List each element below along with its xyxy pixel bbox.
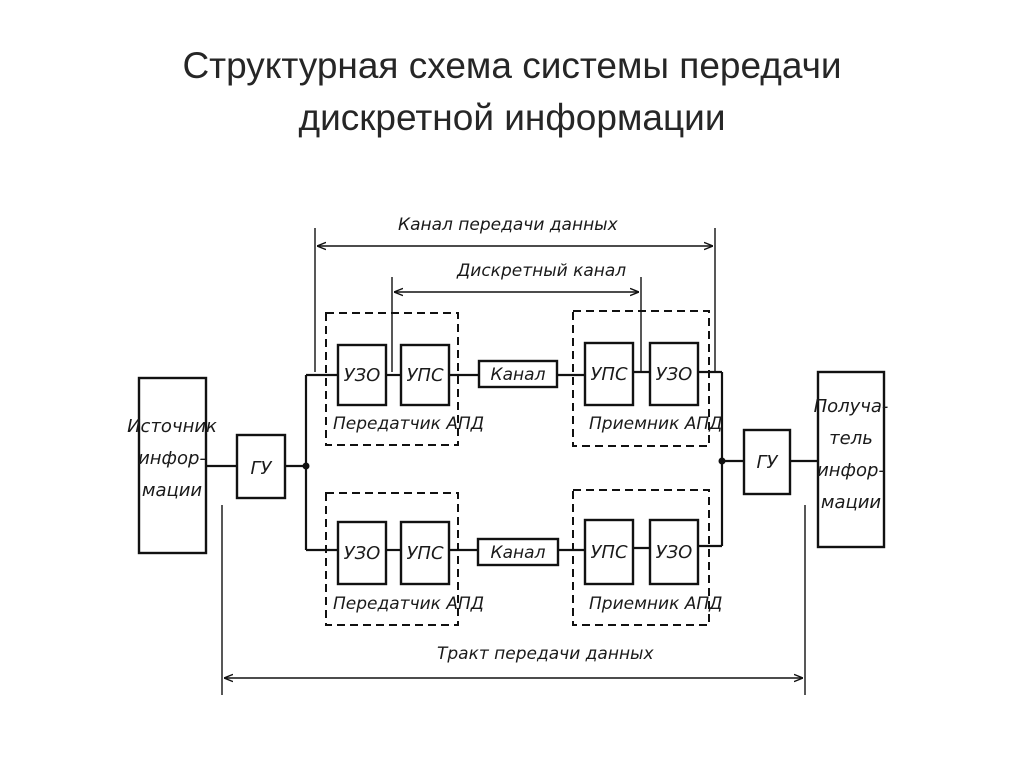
tract-dimension: Тракт передачи данных xyxy=(221,505,806,695)
tx-uzo-bottom xyxy=(336,520,388,586)
rx-ups-bottom xyxy=(583,518,635,586)
channel-data-label: Канал передачи данных xyxy=(398,215,619,235)
gu-left-label: ГУ xyxy=(251,458,273,479)
channel-bottom-label: Канал xyxy=(491,543,546,563)
tract-label: Тракт передачи данных xyxy=(437,644,654,664)
rx-ups-top xyxy=(583,341,635,407)
transmitter-frame-top xyxy=(325,312,459,446)
source-line-1: Источник xyxy=(127,416,217,437)
branch-top: УЗО УПС Канал УПС УЗО Передатчик АПД При… xyxy=(325,310,722,447)
recipient-line-4: мации xyxy=(821,492,882,513)
slide-title: Структурная схема системы передачи дискр… xyxy=(0,40,1024,144)
channel-bottom xyxy=(476,537,560,567)
channel-top xyxy=(477,359,559,389)
discrete-channel-dimension: Дискретный канал xyxy=(391,261,642,372)
branch-bottom: УЗО УПС Канал УПС УЗО Передатчик АПД При… xyxy=(325,489,722,626)
discrete-channel-label: Дискретный канал xyxy=(456,261,626,281)
receiver-label-bottom: Приемник АПД xyxy=(589,594,722,614)
tx-uzo-bottom-label: УЗО xyxy=(344,543,381,564)
rx-uzo-top-label: УЗО xyxy=(656,364,693,385)
receiver-label-top: Приемник АПД xyxy=(589,414,722,434)
rx-uzo-bottom-label: УЗО xyxy=(656,542,693,563)
transmitter-label-bottom: Передатчик АПД xyxy=(333,594,484,614)
source-line-2: инфор- xyxy=(138,448,206,469)
gu-left-block: ГУ xyxy=(235,433,287,500)
receiver-frame-bottom xyxy=(572,489,710,626)
tx-ups-bottom-label: УПС xyxy=(406,543,444,564)
title-line-1: Структурная схема системы передачи xyxy=(182,45,842,86)
rx-uzo-bottom xyxy=(648,518,700,586)
gu-right-block: ГУ xyxy=(742,428,792,496)
recipient-line-3: инфор- xyxy=(817,460,885,481)
rx-ups-top-label: УПС xyxy=(590,364,628,385)
title-line-2: дискретной информации xyxy=(298,97,726,138)
rx-uzo-top xyxy=(648,341,700,407)
tx-ups-top xyxy=(399,343,451,407)
left-connections xyxy=(206,373,338,552)
transmitter-label-top: Передатчик АПД xyxy=(333,414,484,434)
tx-ups-bottom xyxy=(399,520,451,586)
receiver-frame-top xyxy=(572,310,710,447)
recipient-block: Получа- тель инфор- мации xyxy=(814,370,889,549)
rx-ups-bottom-label: УПС xyxy=(590,542,628,563)
tx-uzo-top-label: УЗО xyxy=(344,365,381,386)
recipient-line-1: Получа- xyxy=(814,396,889,417)
channel-top-label: Канал xyxy=(491,365,546,385)
tx-ups-top-label: УПС xyxy=(406,365,444,386)
source-block: Источник инфор- мации xyxy=(127,376,217,555)
channel-data-dimension: Канал передачи данных xyxy=(314,215,716,372)
source-line-3: мации xyxy=(142,480,203,501)
recipient-line-2: тель xyxy=(829,428,873,449)
transmitter-frame-bottom xyxy=(325,492,459,626)
gu-right-label: ГУ xyxy=(757,452,779,473)
